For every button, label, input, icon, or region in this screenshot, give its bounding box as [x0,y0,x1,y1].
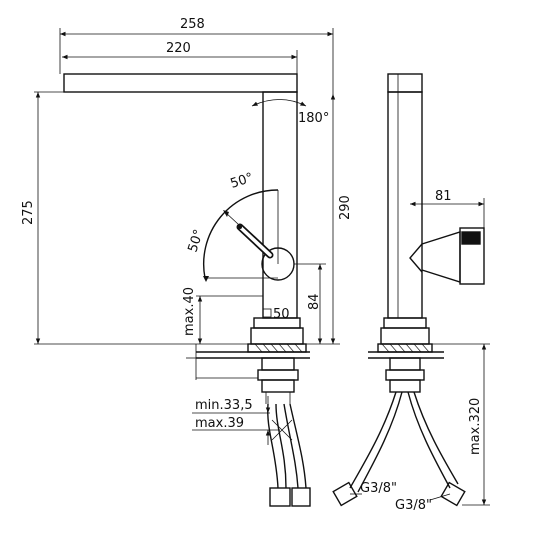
side-faucet-body [387,91,423,319]
dim-lever-angle-upper: 50° [229,170,256,191]
dim-spout-reach: 220 [166,41,191,56]
side-view: 81 max.320 G3/8" G3/8" [332,73,490,513]
dim-lever-axis-height: 84 [307,293,322,310]
front-view: 258 220 180° 50° 50° 275 290 84 max.40 5… [21,17,353,507]
mounting-base [196,317,310,404]
dim-hole-diameter: 50 [273,307,290,322]
side-mounting-base [368,317,444,393]
dim-overall-reach: 258 [180,17,205,32]
side-dimension-lines [350,198,490,506]
side-lever [409,227,485,285]
lever-handle [236,223,274,259]
dim-spout-height: 290 [338,195,353,220]
spout-arm [63,73,298,93]
side-supply-hoses [332,391,466,507]
hole-diameter-label: 50 [262,307,290,322]
dim-base-height: max.40 [182,287,197,336]
dim-connection-right: G3/8" [395,498,432,513]
dim-connection-left: G3/8" [360,481,397,496]
dim-lever-angle-lower: 50° [186,228,207,255]
rotation-indicator [251,99,307,107]
dim-overall-height: 275 [21,200,36,225]
side-spout-top [387,73,423,93]
square-symbol-icon [262,308,272,318]
supply-hoses [267,403,311,507]
dim-hose-length: max.320 [468,398,483,455]
front-dimension-lines [34,28,340,445]
dim-lever-depth: 81 [435,189,452,204]
lever-angle-arc [202,189,279,279]
dim-min-deck: min.33,5 [195,398,253,413]
dim-max-deck: max.39 [195,416,244,431]
dim-rotation: 180° [298,111,329,126]
faucet-body [262,91,298,319]
